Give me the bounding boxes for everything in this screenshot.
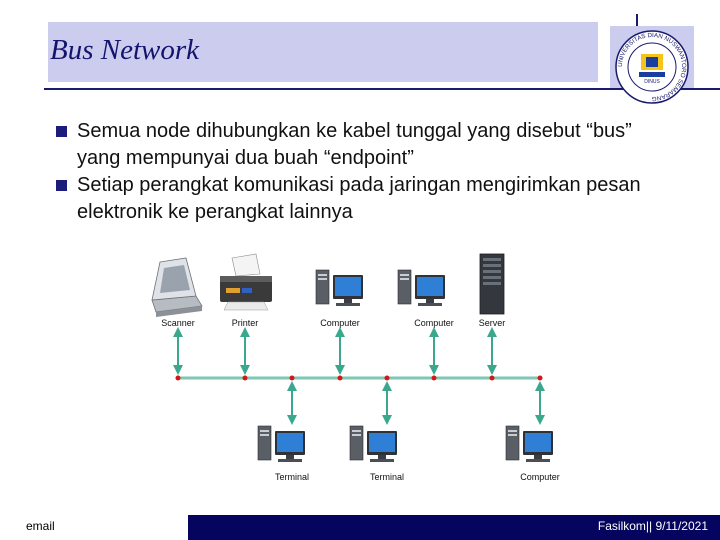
server-icon <box>479 253 505 315</box>
bullet-text: Semua node dihubungkan ke kabel tunggal … <box>77 120 632 169</box>
bus-node <box>431 375 437 381</box>
device-label: Terminal <box>275 472 309 482</box>
printer-icon <box>220 253 272 311</box>
device-label: Computer <box>414 318 454 328</box>
terminal-icon <box>257 425 306 463</box>
bullet-text: Setiap perangkat komunikasi pada jaringa… <box>77 174 641 223</box>
device-label: Terminal <box>370 472 404 482</box>
footer-left <box>0 515 188 540</box>
bullet-list: Semua node dihubungkan ke kabel tunggal … <box>56 118 676 226</box>
bullet-square-icon <box>56 180 67 191</box>
bus-node <box>242 375 248 381</box>
bus-node <box>384 375 390 381</box>
device-label: Computer <box>320 318 360 328</box>
computer-icon <box>505 425 554 463</box>
bus-node <box>175 375 181 381</box>
logo-center-text: DINUS <box>644 79 660 85</box>
bus-node <box>337 375 343 381</box>
device-label: Scanner <box>161 318 195 328</box>
title-banner <box>44 22 598 82</box>
bus-node <box>489 375 495 381</box>
top-connections <box>173 327 497 375</box>
university-logo: UNIVERSITAS DIAN NUSWANTORO SEMARANG DIN… <box>615 30 689 104</box>
footer-info: Fasilkom|| 9/11/2021 <box>597 519 708 533</box>
footer-bar: Fasilkom|| 9/11/2021 <box>188 515 720 540</box>
computer-icon <box>315 269 364 307</box>
bullet-square-icon <box>56 126 67 137</box>
footer-email: email <box>26 519 55 533</box>
bus-network-diagram: Scanner Printer Computer Computer Server… <box>151 253 560 482</box>
bullet-item: Semua node dihubungkan ke kabel tunggal … <box>56 118 676 172</box>
bottom-connections <box>287 381 545 425</box>
bus-node <box>289 375 295 381</box>
slide-title: Bus Network <box>50 34 200 66</box>
bus-node <box>537 375 543 381</box>
device-label: Computer <box>520 472 560 482</box>
device-label: Server <box>479 318 506 328</box>
computer-icon <box>397 269 446 307</box>
title-rule <box>44 88 720 90</box>
bus-nodes <box>175 375 543 381</box>
bullet-item: Setiap perangkat komunikasi pada jaringa… <box>56 172 676 226</box>
scanner-icon <box>151 257 203 317</box>
device-label: Printer <box>232 318 259 328</box>
terminal-icon <box>349 425 398 463</box>
